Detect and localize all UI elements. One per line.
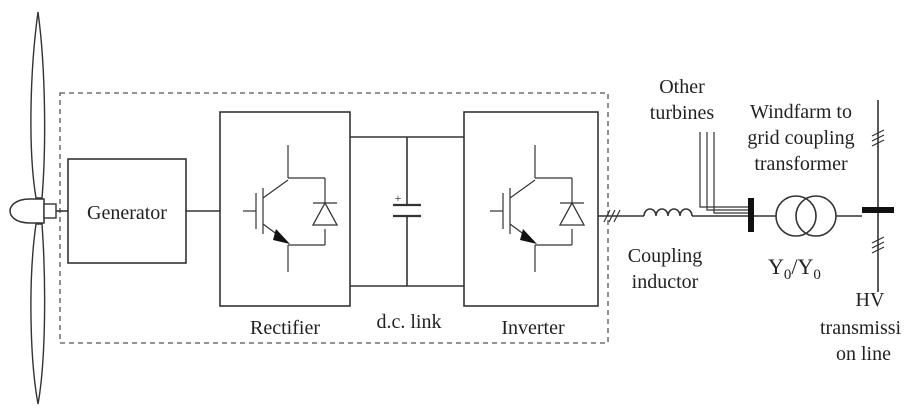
three-phase-marks-ac-out xyxy=(603,209,621,223)
coupling-inductor-label-line1: Coupling xyxy=(628,245,702,267)
turbine-rotor xyxy=(9,11,57,405)
coupling-inductor-label-line2: inductor xyxy=(632,271,699,293)
other-turbines-label-line2: turbines xyxy=(650,102,715,124)
coupling-transformer-symbol xyxy=(775,195,837,237)
transformer-type-secondary: Y xyxy=(798,254,814,279)
transformer-type-label: Y0/Y0 xyxy=(768,254,821,283)
rectifier-igbt-symbol xyxy=(243,145,339,272)
nacelle-boundary xyxy=(59,92,609,344)
inverter-igbt-symbol xyxy=(490,145,586,272)
dc-link-label: d.c. link xyxy=(377,311,442,333)
inverter-diode xyxy=(558,201,586,226)
hv-line-label-line2: transmissi xyxy=(820,317,902,339)
hv-transmission-line xyxy=(871,100,885,292)
turbine-blade-upper xyxy=(30,11,46,199)
transformer-label-line1: Windfarm to xyxy=(750,101,852,123)
generator-box xyxy=(67,158,187,264)
hv-line-label-line1: HV xyxy=(856,289,885,311)
rectifier-label: Rectifier xyxy=(250,317,320,339)
other-turbines-label-line1: Other xyxy=(659,76,705,98)
lv-busbar xyxy=(748,198,754,232)
hv-busbar xyxy=(862,207,894,213)
dc-link-capacitor: + xyxy=(393,137,421,286)
inverter-box xyxy=(463,111,599,307)
turbine-shaft xyxy=(43,203,57,219)
rectifier-diode xyxy=(311,201,339,226)
transformer-label-line2: grid coupling xyxy=(747,127,854,149)
other-turbines-feeders xyxy=(699,132,748,214)
turbine-hub xyxy=(9,198,45,224)
capacitor-plus-sign: + xyxy=(395,191,402,205)
turbine-blade-lower xyxy=(30,223,46,405)
rectifier-box xyxy=(219,111,351,307)
hv-line-label-line3: on line xyxy=(836,343,891,365)
transformer-label-line3: transformer xyxy=(754,153,848,175)
transformer-type-primary: Y xyxy=(768,254,784,279)
generator-label: Generator xyxy=(87,202,167,224)
inverter-label: Inverter xyxy=(501,317,565,339)
coupling-inductor-coil xyxy=(643,208,693,217)
